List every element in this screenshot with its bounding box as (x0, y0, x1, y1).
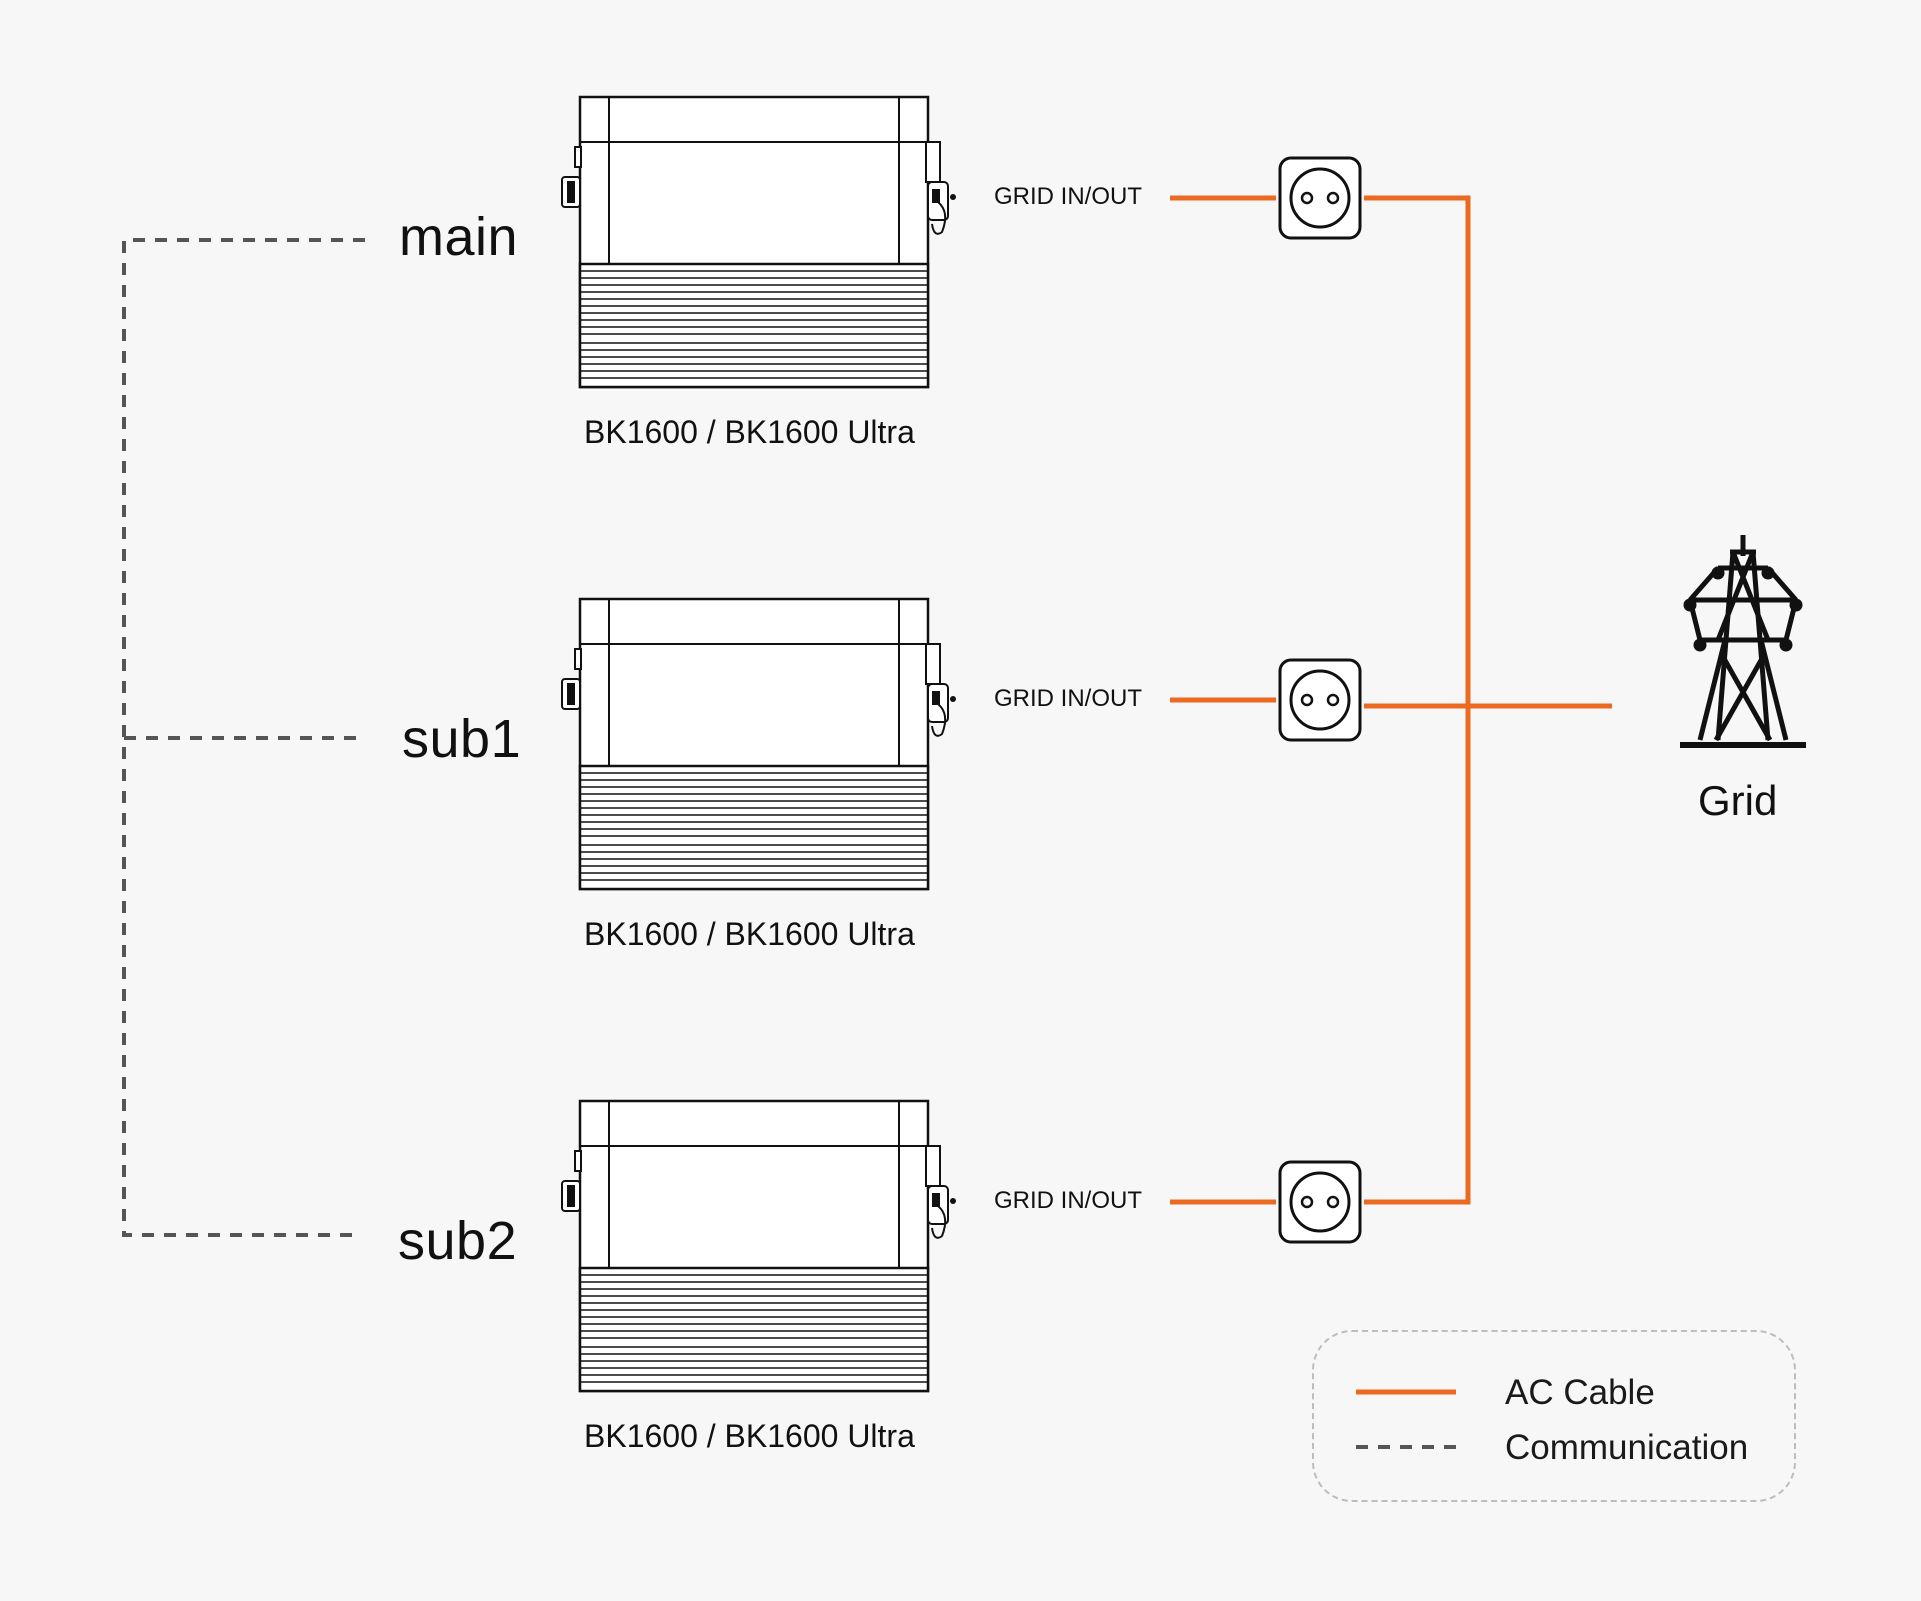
transmission-tower-icon (1680, 535, 1806, 748)
ac-cables (1170, 195, 1612, 1205)
legend-ac-cable-label: AC Cable (1505, 1373, 1655, 1412)
port-label: GRID IN/OUT (994, 685, 1142, 712)
battery-unit-sub2 (560, 1099, 958, 1393)
legend (1312, 1330, 1796, 1502)
port-label: GRID IN/OUT (994, 1187, 1142, 1214)
unit-role-label: main (399, 207, 519, 267)
communication-lines (122, 238, 365, 1237)
unit-role-label: sub2 (398, 1211, 518, 1271)
power-socket-icon (1278, 1160, 1362, 1244)
battery-unit-main (560, 95, 958, 389)
ac-cable-bus (1364, 195, 1471, 1205)
unit-model-label: BK1600 / BK1600 Ultra (584, 1418, 915, 1454)
unit-model-label: BK1600 / BK1600 Ultra (584, 916, 915, 952)
communication-line-main-sub2 (122, 238, 365, 1237)
unit-model-label: BK1600 / BK1600 Ultra (584, 414, 915, 450)
battery-unit-sub1 (560, 597, 958, 891)
port-label: GRID IN/OUT (994, 183, 1142, 210)
power-socket-icon (1278, 156, 1362, 240)
grid-label: Grid (1698, 777, 1778, 824)
legend-communication-label: Communication (1505, 1428, 1749, 1467)
unit-role-label: sub1 (402, 709, 522, 769)
power-socket-icon (1278, 658, 1362, 742)
